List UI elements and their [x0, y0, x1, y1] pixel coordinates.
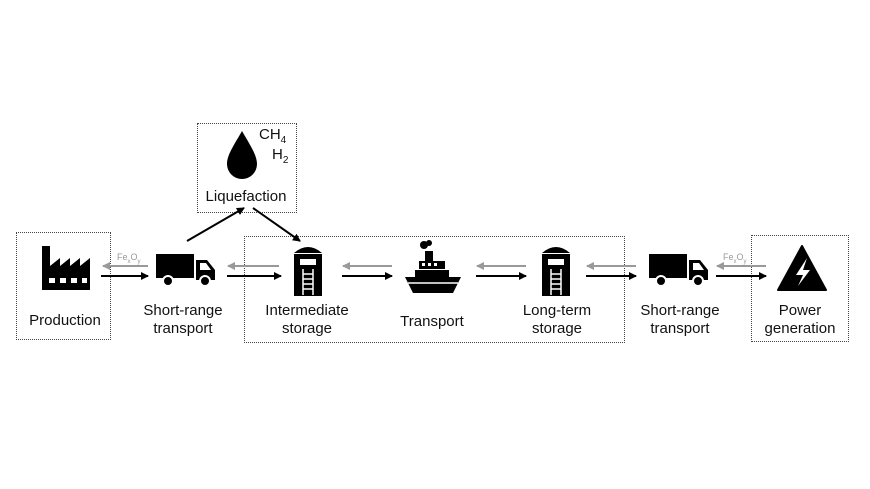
- production-label: Production: [29, 312, 101, 329]
- silo-icon: [294, 247, 322, 296]
- liquefaction-label: Liquefaction: [205, 188, 287, 205]
- iron-oxide-label-right: FexOy: [723, 252, 747, 265]
- arrow-liquefaction-to-intermediate: [252, 207, 301, 242]
- intermediate-storage-label: Intermediate storage: [265, 302, 349, 337]
- arrow-truck-to-liquefaction: [186, 207, 245, 242]
- ch4-formula: CH4: [259, 126, 287, 146]
- production-box: [16, 232, 111, 340]
- truck-icon: [156, 254, 215, 287]
- ship-icon: [405, 240, 461, 293]
- iron-oxide-label-left: FexOy: [117, 252, 141, 265]
- power-generation-box: [751, 235, 849, 342]
- long-term-storage-label: Long-term storage: [522, 302, 592, 337]
- factory-icon: [42, 246, 90, 290]
- short-range-transport-label-2: Short-range transport: [640, 302, 720, 337]
- transport-label: Transport: [400, 313, 464, 330]
- power-generation-label: Power generation: [764, 302, 836, 337]
- silo-icon: [542, 247, 570, 296]
- storage-transport-box: [244, 236, 625, 343]
- short-range-transport-label-1: Short-range transport: [143, 302, 223, 337]
- liquefaction-box: [197, 123, 297, 213]
- droplet-icon: [227, 131, 257, 179]
- h2-formula: H2: [272, 146, 289, 166]
- truck-icon: [649, 254, 708, 287]
- high-voltage-icon: [777, 245, 827, 291]
